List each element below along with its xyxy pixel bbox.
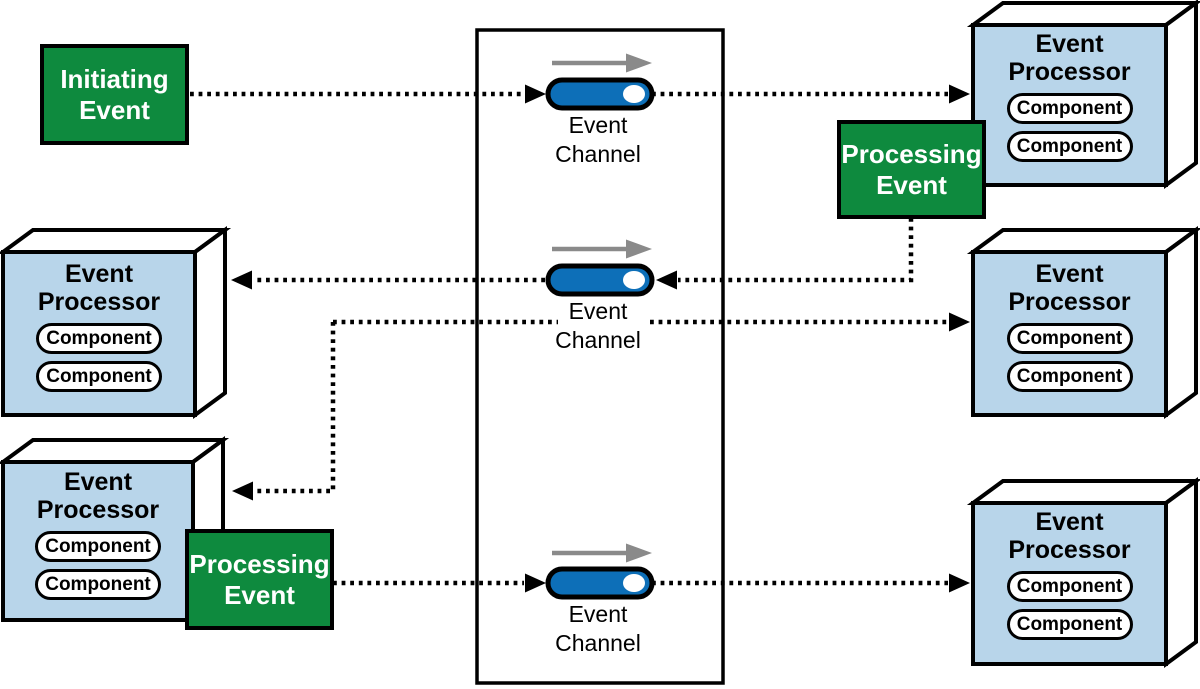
initiating-event-label: Initiating Event [60, 63, 169, 125]
processing-event-box-top: Processing Event [837, 120, 986, 219]
arrowhead-into-proc-mid-left [231, 270, 252, 290]
component-pill: Component [36, 323, 162, 354]
event-channel-label-2: Event Channel [555, 298, 641, 353]
arrowhead-into-channel2 [656, 270, 677, 290]
flow-direction-arrow-bottom [552, 543, 652, 563]
processor-title: Event Processor [1008, 30, 1131, 86]
initiating-event-box: Initiating Event [40, 44, 189, 145]
component-pill: Component [1006, 93, 1133, 124]
processor-bot-right: Event Processor Component Component [973, 503, 1166, 664]
processor-title: Event Processor [1008, 508, 1131, 564]
arrowhead-into-proc-bot-left [232, 481, 253, 501]
flow-direction-arrow-middle [552, 239, 652, 259]
processor-mid-left: Event Processor Component Component [3, 252, 195, 415]
processor-box-bot-right [966, 477, 1200, 668]
arrowhead-into-proc-top-right [949, 84, 970, 104]
processor-title: Event Processor [36, 468, 160, 524]
processing-event-box-bottom: Processing Event [185, 529, 334, 630]
event-channel-cylinder-3 [545, 566, 655, 600]
processor-top-right: Event Processor Component Component [973, 25, 1166, 185]
cylinder-end-cap [623, 85, 645, 103]
arrowhead-into-proc-mid-right [949, 312, 970, 332]
cylinder-end-cap [623, 271, 645, 289]
component-pill: Component [36, 361, 162, 392]
processor-mid-right: Event Processor Component Component [973, 252, 1166, 415]
component-pill: Component [1006, 361, 1133, 392]
connector-processing-top-to-channel2 [678, 218, 914, 283]
event-channel-label-3: Event Channel [555, 601, 641, 656]
processor-bot-left: Event Processor Component Component [3, 462, 193, 620]
component-pill: Component [1006, 609, 1133, 640]
processing-event-label: Processing Event [189, 548, 330, 610]
processor-title: Event Processor [37, 260, 161, 316]
processing-event-label: Processing Event [841, 138, 982, 200]
flow-direction-arrow-top [552, 53, 652, 73]
component-pill: Component [1006, 323, 1133, 354]
component-pill: Component [35, 531, 161, 562]
connector-branch-to-proc-bot-left [256, 322, 336, 494]
arrowhead-into-channel1 [525, 84, 546, 104]
processor-title: Event Processor [1008, 260, 1131, 316]
cylinder-end-cap [623, 574, 645, 592]
event-channel-cylinder-1 [545, 77, 655, 111]
component-pill: Component [1006, 131, 1133, 162]
component-pill: Component [1006, 571, 1133, 602]
component-pill: Component [35, 569, 161, 600]
arrowhead-into-proc-bot-right [949, 573, 970, 593]
event-channel-cylinder-2 [545, 263, 655, 297]
arrowhead-into-channel3 [525, 573, 546, 593]
event-channel-label-1: Event Channel [555, 112, 641, 167]
